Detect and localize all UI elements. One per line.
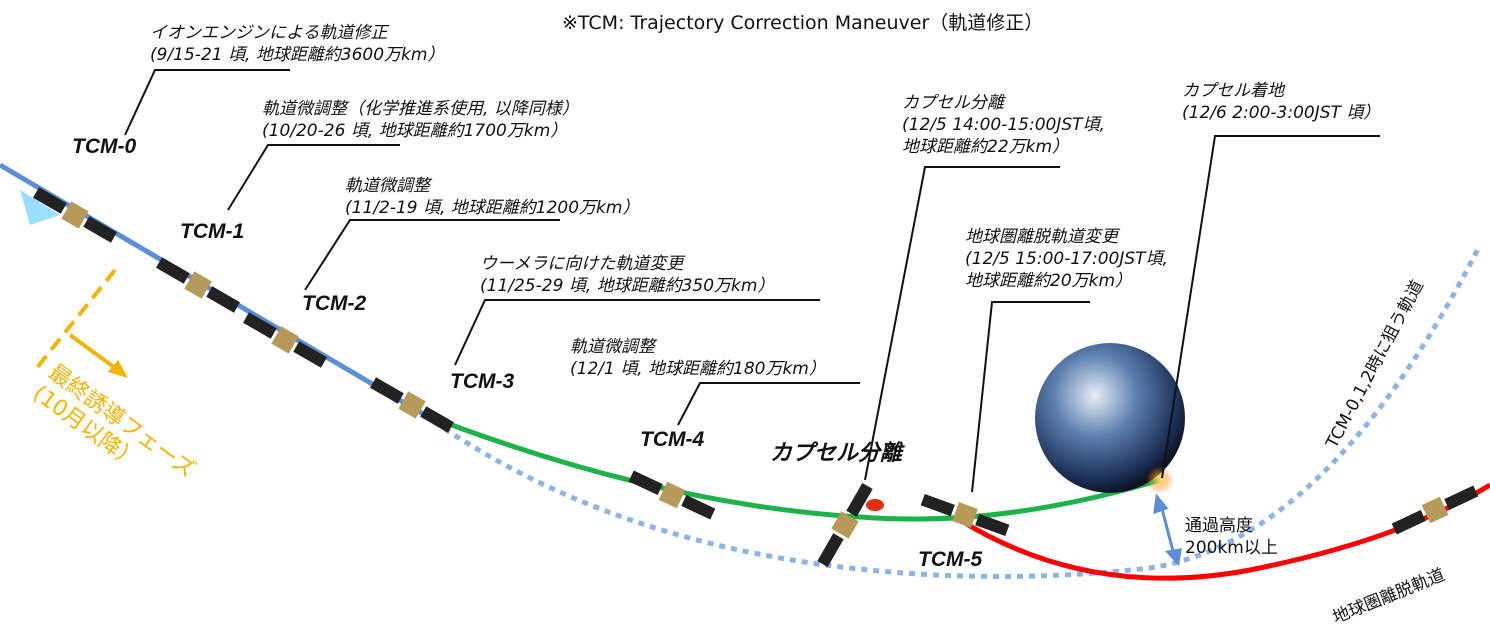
- annotation-title: 地球圏離脱軌道変更: [965, 227, 1118, 247]
- annotation-tcm-0: イオンエンジンによる軌道修正(9/15-21 頃, 地球距離約3600万km）: [150, 22, 444, 66]
- annotation-title: 軌道微調整: [345, 176, 430, 196]
- annotation-capsule-separation: カプセル分離(12/5 14:00-15:00JST頃,地球距離約22万km）: [902, 92, 1105, 158]
- label-tcm-2: TCM-2: [302, 292, 367, 315]
- altitude-title: 通過高度: [1185, 516, 1253, 536]
- altitude-value: 200km以上: [1185, 538, 1278, 558]
- annotation-title: ウーメラに向けた軌道変更: [480, 254, 684, 274]
- annotation-detail: (9/15-21 頃, 地球距離約3600万km）: [150, 45, 445, 65]
- annotation-detail: (11/2-19 頃, 地球距離約1200万km）: [345, 198, 640, 218]
- annotation-detail: (11/25-29 頃, 地球距離約350万km）: [480, 276, 775, 296]
- leader-lines: [124, 69, 1380, 493]
- label-tcm-4: TCM-4: [640, 428, 705, 451]
- earth-escape-trajectory: [958, 482, 1490, 581]
- annotation-detail: 地球距離約22万km）: [902, 137, 1070, 157]
- annotation-detail: (12/5 15:00-17:00JST頃,: [965, 249, 1168, 269]
- capsule: [866, 499, 884, 511]
- annotation-detail: (12/5 14:00-15:00JST頃,: [902, 115, 1105, 135]
- annotation-title: イオンエンジンによる軌道修正: [150, 23, 388, 43]
- altitude-double-arrow: [1153, 493, 1182, 567]
- annotation-detail: 地球距離約20万km）: [965, 271, 1133, 291]
- earth: [1035, 343, 1185, 493]
- annotation-earth-escape: 地球圏離脱軌道変更(12/5 15:00-17:00JST頃,地球距離約20万k…: [965, 226, 1168, 292]
- annotation-capsule-landing: カプセル着地(12/6 2:00-3:00JST 頃）: [1182, 80, 1380, 124]
- label-tcm-0: TCM-0: [72, 135, 137, 158]
- label-capsule-separation: カプセル分離: [770, 440, 903, 465]
- label-tcm-1: TCM-1: [180, 220, 245, 243]
- annotation-tcm-2: 軌道微調整(11/2-19 頃, 地球距離約1200万km）: [345, 175, 639, 219]
- label-tcm-5: TCM-5: [918, 548, 983, 571]
- label-tcm-3: TCM-3: [450, 370, 515, 393]
- annotation-detail: (12/1 頃, 地球距離約180万km）: [570, 359, 826, 379]
- phase-arrow: [68, 333, 120, 372]
- annotation-detail: (10/20-26 頃, 地球距離約1700万km）: [262, 121, 568, 141]
- annotation-title: 軌道微調整: [570, 337, 655, 357]
- annotation-tcm-1: 軌道微調整（化学推進系使用, 以降同様）(10/20-26 頃, 地球距離約17…: [262, 98, 579, 142]
- annotation-tcm-4: 軌道微調整(12/1 頃, 地球距離約180万km）: [570, 336, 826, 380]
- annotation-title: カプセル着地: [1182, 81, 1284, 101]
- tcm-footnote: ※TCM: Trajectory Correction Maneuver（軌道修…: [562, 12, 1044, 34]
- spacecraft-markers: [20, 187, 1479, 567]
- annotation-detail: (12/6 2:00-3:00JST 頃）: [1182, 103, 1381, 123]
- annotation-tcm-3: ウーメラに向けた軌道変更(11/25-29 頃, 地球距離約350万km）: [480, 253, 774, 297]
- annotation-title: カプセル分離: [902, 93, 1004, 113]
- reentry-glow: [1146, 466, 1174, 494]
- annotation-title: 軌道微調整（化学推進系使用, 以降同様）: [262, 99, 579, 119]
- target-orbit-dotted: [423, 243, 1483, 579]
- phase-dashed-line: [33, 268, 117, 372]
